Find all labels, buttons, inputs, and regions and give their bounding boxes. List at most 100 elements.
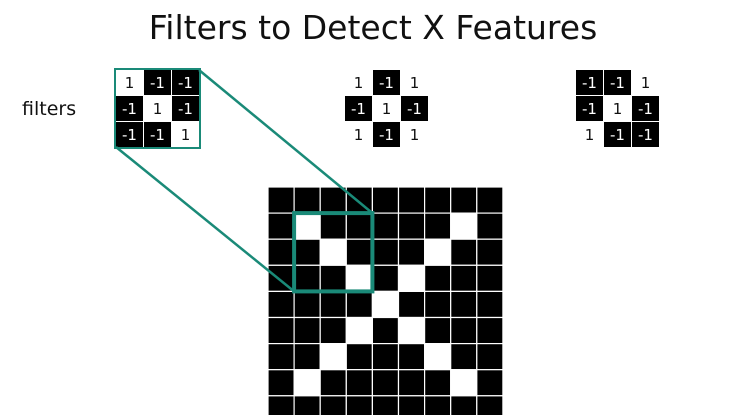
image-pixel — [476, 395, 504, 415]
image-pixel — [293, 395, 321, 415]
image-pixel — [293, 290, 321, 319]
filters-label: filters — [22, 98, 77, 120]
image-pixel — [476, 212, 504, 240]
image-pixel — [397, 395, 426, 415]
image-pixel — [371, 316, 400, 345]
image-pixel — [319, 316, 347, 345]
image-pixel — [450, 369, 478, 397]
image-pixel — [397, 343, 426, 371]
image-pixel — [319, 264, 347, 292]
filter-cell: -1 — [576, 96, 603, 121]
image-pixel — [293, 316, 321, 345]
filter-cell: 1 — [604, 96, 631, 121]
image-pixel — [293, 343, 321, 371]
filter-cell: 1 — [345, 122, 372, 147]
filter-cell: 1 — [401, 70, 428, 95]
image-pixel — [424, 238, 452, 266]
filter-cell: -1 — [604, 122, 631, 147]
image-pixel — [450, 238, 478, 266]
image-pixel — [345, 369, 373, 397]
image-pixel — [293, 238, 321, 266]
image-pixel — [267, 212, 295, 240]
image-pixel — [319, 290, 347, 319]
image-pixel — [450, 212, 478, 240]
filter-cell: -1 — [172, 70, 199, 95]
image-pixel — [293, 186, 321, 214]
filter-cell: 1 — [576, 122, 603, 147]
filter-cell: -1 — [144, 70, 171, 95]
filter-cell: 1 — [373, 96, 400, 121]
image-pixel — [424, 343, 452, 371]
filter-cell: -1 — [345, 96, 372, 121]
input-image-grid — [267, 186, 504, 415]
image-pixel — [397, 316, 426, 345]
connector-line — [115, 146, 295, 293]
image-pixel — [476, 316, 504, 345]
filter-cell: 1 — [401, 122, 428, 147]
image-pixel — [450, 186, 478, 214]
image-pixel — [397, 212, 426, 240]
filter-highlight-frame — [114, 68, 201, 149]
image-pixel — [397, 290, 426, 319]
image-pixel — [345, 290, 373, 319]
image-pixel — [345, 395, 373, 415]
image-pixel — [267, 343, 295, 371]
image-pixel — [371, 264, 400, 292]
image-pixel — [476, 290, 504, 319]
image-pixel — [345, 316, 373, 345]
image-pixel — [450, 395, 478, 415]
image-pixel — [476, 238, 504, 266]
image-pixel — [267, 186, 295, 214]
image-pixel — [476, 186, 504, 214]
image-pixel — [267, 238, 295, 266]
image-pixel — [424, 212, 452, 240]
image-pixel — [397, 238, 426, 266]
filter-cell: 1 — [172, 122, 199, 147]
filter-cell: -1 — [116, 122, 143, 147]
image-pixel — [450, 264, 478, 292]
image-pixel — [424, 264, 452, 292]
image-pixel — [371, 212, 400, 240]
page-title: Filters to Detect X Features — [148, 8, 598, 47]
filter-cell: -1 — [576, 70, 603, 95]
image-pixel — [319, 369, 347, 397]
filter-cell: -1 — [172, 96, 199, 121]
filter-cell: -1 — [604, 70, 631, 95]
image-pixel — [424, 316, 452, 345]
image-pixel — [450, 343, 478, 371]
filter-cell: 1 — [116, 70, 143, 95]
image-pixel — [319, 395, 347, 415]
image-pixel — [345, 343, 373, 371]
filter-cell: -1 — [373, 70, 400, 95]
image-pixel — [476, 264, 504, 292]
image-pixel — [397, 369, 426, 397]
filter-cell: 1 — [345, 70, 372, 95]
image-pixel — [345, 264, 373, 292]
image-pixel — [450, 316, 478, 345]
image-pixel — [450, 290, 478, 319]
image-pixel — [293, 264, 321, 292]
filter-cell: -1 — [632, 122, 659, 147]
image-pixel — [424, 290, 452, 319]
filter-cell: -1 — [144, 122, 171, 147]
filter-cell: -1 — [401, 96, 428, 121]
image-pixel — [371, 369, 400, 397]
image-pixel — [345, 212, 373, 240]
image-pixel — [267, 290, 295, 319]
image-pixel — [424, 369, 452, 397]
filter-connector-lines — [114, 68, 375, 294]
filter-cell: 1 — [632, 70, 659, 95]
image-pixel — [319, 212, 347, 240]
highlight-window — [292, 211, 375, 294]
image-pixel — [397, 186, 426, 214]
filter-cell: -1 — [116, 96, 143, 121]
image-pixel — [424, 186, 452, 214]
image-pixel — [371, 290, 400, 319]
image-pixel — [319, 238, 347, 266]
image-pixel — [293, 369, 321, 397]
image-pixel — [345, 238, 373, 266]
image-pixel — [267, 395, 295, 415]
